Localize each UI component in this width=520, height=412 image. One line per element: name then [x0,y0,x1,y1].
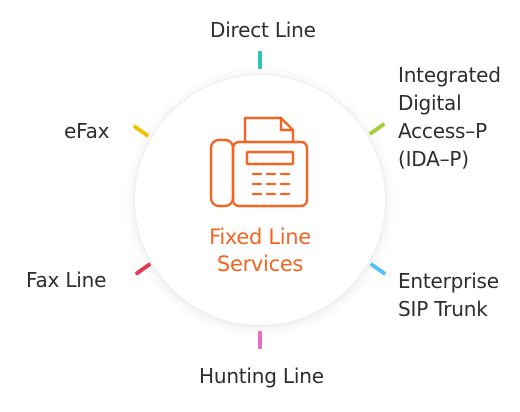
label-fax-line-text: Fax Line [26,268,107,292]
label-enterprise-line1: Enterprise [398,269,499,293]
tick-enterprise-sip-trunk [369,262,387,276]
center-circle [135,75,385,325]
center-title-line2: Services [216,252,304,276]
tick-hunting-line [258,331,262,349]
label-direct-line: Direct Line [210,16,316,44]
label-hunting-line: Hunting Line [199,362,324,390]
label-efax-text: eFax [64,119,110,143]
label-enterprise-sip-trunk: Enterprise SIP Trunk [398,267,499,323]
center-title: Fixed Line Services [160,224,360,278]
tick-fax-line [134,262,152,276]
fax-machine-icon [209,116,309,208]
label-fax-line: Fax Line [26,266,106,294]
center-title-line1: Fixed Line [209,225,311,249]
label-efax: eFax [64,117,109,145]
label-ida-p-line4: (IDA–P) [398,147,469,171]
label-hunting-line-text: Hunting Line [199,364,324,388]
tick-ida-p [368,122,386,136]
label-enterprise-line2: SIP Trunk [398,297,488,321]
label-ida-p: Integrated Digital Access–P (IDA–P) [398,61,501,173]
tick-direct-line [258,51,262,69]
label-ida-p-line2: Digital [398,91,462,115]
label-ida-p-line3: Access–P [398,119,487,143]
label-ida-p-line1: Integrated [398,63,501,87]
tick-efax [132,124,150,138]
label-direct-line-text: Direct Line [210,18,316,42]
